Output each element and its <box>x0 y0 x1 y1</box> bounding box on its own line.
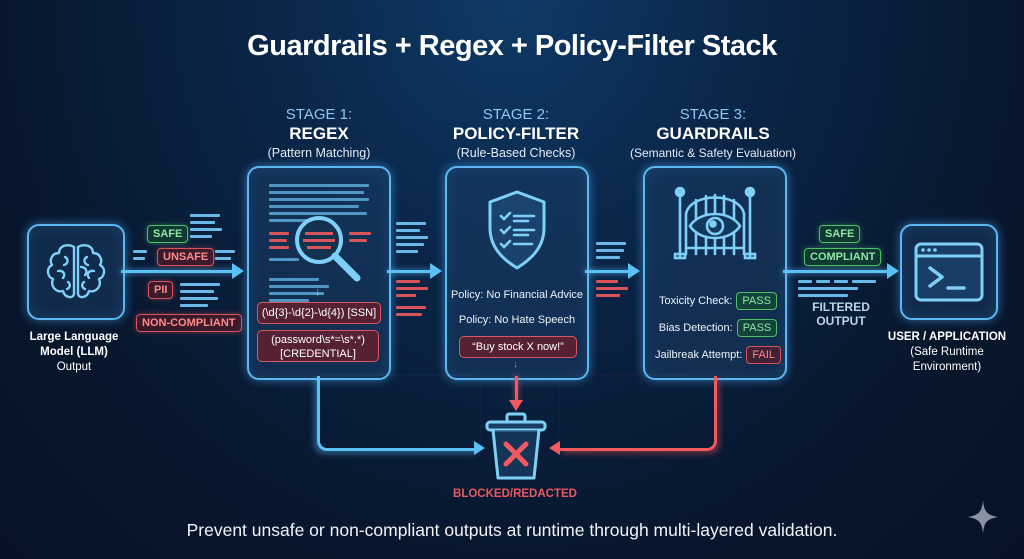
arrow-regex-to-policy <box>387 270 433 273</box>
llm-label-line1: Large Language <box>29 331 119 343</box>
blocked-example: “Buy stock X now!” <box>459 336 577 358</box>
policy-financial-advice: Policy: No Financial Advice <box>450 289 584 301</box>
tag-unsafe: UNSAFE <box>157 248 215 266</box>
policy-hate-speech: Policy: No Hate Speech <box>458 314 576 326</box>
terminal-icon <box>914 242 984 302</box>
shield-checklist-icon <box>488 190 546 270</box>
stage1-regex-box: ↓ (\d{3}-\d{2}-\d{4}) [SSN] (password\s*… <box>247 166 391 380</box>
diagram-title: Guardrails + Regex + Policy-Filter Stack <box>247 30 777 62</box>
stage3-subtitle: (Semantic & Safety Evaluation) <box>629 146 797 160</box>
filtered-output-line2: OUTPUT <box>816 314 866 328</box>
pattern-credential-line2: [CREDENTIAL] <box>280 348 356 360</box>
reject-path-regex <box>317 376 480 451</box>
arrow-head-icon <box>509 400 523 411</box>
check-label: Jailbreak Attempt: <box>654 349 743 361</box>
tag-safe: SAFE <box>147 225 189 243</box>
user-label-line3: Environment) <box>912 361 982 373</box>
stage2-number: STAGE 2: <box>482 106 550 123</box>
tag-pii: PII <box>148 281 174 299</box>
stage1-name: REGEX <box>289 124 349 143</box>
arrow-policy-to-guardrails <box>585 270 632 273</box>
user-label-line2: (Safe Runtime <box>910 346 984 358</box>
status-badge-pass: PASS <box>736 319 778 337</box>
filtered-output-line1: FILTERED <box>812 300 870 314</box>
stage3-number: STAGE 3: <box>679 106 747 123</box>
arrow-head-icon <box>549 441 560 455</box>
llm-source-node <box>27 224 125 320</box>
stage3-guardrails-box: Toxicity Check: PASS Bias Detection: PAS… <box>643 166 787 380</box>
stage2-name: POLICY-FILTER <box>452 124 580 143</box>
check-label: Bias Detection: <box>658 322 733 334</box>
check-bias: Bias Detection: PASS <box>645 319 791 337</box>
pattern-credential-line1: (password\s*=\s*.*) <box>271 334 365 346</box>
tag-non-compliant: NON-COMPLIANT <box>136 314 242 332</box>
footer-caption: Prevent unsafe or non-compliant outputs … <box>186 520 838 540</box>
stage1-subtitle: (Pattern Matching) <box>267 146 371 160</box>
stage2-subtitle: (Rule-Based Checks) <box>456 146 576 160</box>
arrow-head-icon <box>430 263 442 279</box>
check-label: Toxicity Check: <box>659 295 733 307</box>
arrow-head-icon <box>474 441 485 455</box>
magnifier-icon <box>295 216 361 282</box>
down-arrow-icon: ↓ <box>513 359 518 370</box>
blocked-label: BLOCKED/REDACTED <box>453 488 577 500</box>
user-application-node <box>900 224 998 320</box>
stage1-number: STAGE 1: <box>285 106 353 123</box>
user-label-line1: USER / APPLICATION <box>887 331 1007 343</box>
pattern-ssn: (\d{3}-\d{2}-\d{4}) [SSN] <box>257 302 381 324</box>
down-arrow-icon: ↓ <box>315 286 321 298</box>
arrow-llm-to-regex <box>121 270 236 273</box>
brain-icon <box>46 244 106 299</box>
arrow-head-icon <box>628 263 640 279</box>
llm-label-line3: Output <box>56 361 92 373</box>
reject-path-guardrails <box>560 376 717 451</box>
check-toxicity: Toxicity Check: PASS <box>645 292 791 310</box>
arrow-head-icon <box>232 263 244 279</box>
pattern-credential: (password\s*=\s*.*) [CREDENTIAL] <box>257 330 379 362</box>
reject-path-policy <box>515 376 518 402</box>
trash-x-icon <box>485 412 547 480</box>
check-jailbreak: Jailbreak Attempt: FAIL <box>645 346 791 364</box>
stage2-policy-box: Policy: No Financial Advice Policy: No H… <box>445 166 589 380</box>
gate-eye-icon <box>673 186 757 260</box>
status-badge-pass: PASS <box>736 292 777 310</box>
tag-safe-output: SAFE <box>819 225 861 243</box>
stage3-name: GUARDRAILS <box>656 124 770 143</box>
arrow-head-icon <box>887 263 899 279</box>
status-badge-fail: FAIL <box>746 346 782 364</box>
tag-compliant-output: COMPLIANT <box>804 248 882 266</box>
arrow-guardrails-to-user <box>783 270 890 273</box>
sparkle-icon <box>968 500 998 534</box>
llm-label-line2: Model (LLM) <box>40 346 108 358</box>
